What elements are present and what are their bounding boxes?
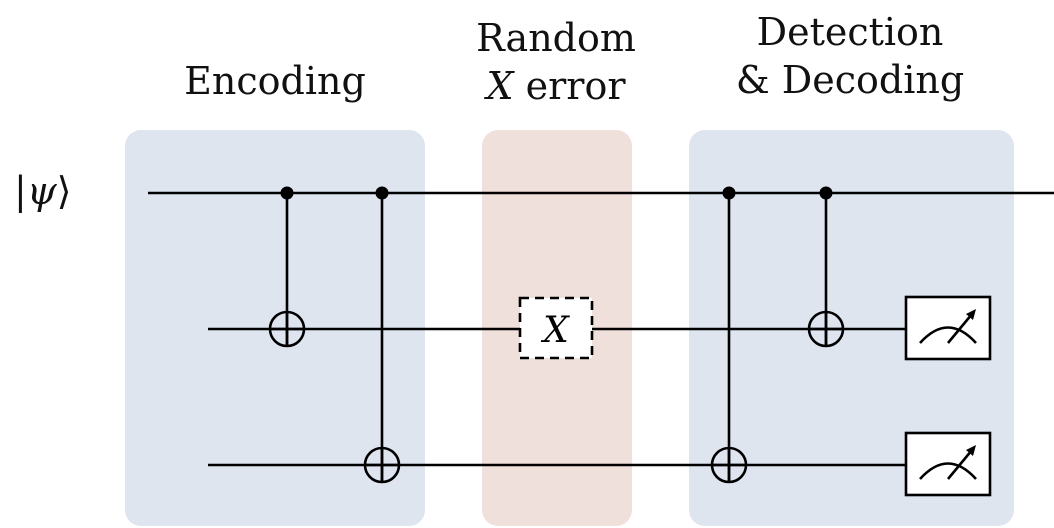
- meter-icon: [919, 449, 977, 480]
- wire-label-psi: |ψ⟩: [14, 169, 72, 213]
- x-error-gate-symbol: X: [540, 310, 570, 351]
- cnot-1-target: [268, 310, 306, 348]
- measurement-2: [904, 431, 992, 497]
- random-error-label: Random X error: [476, 16, 636, 108]
- encoding-label: Encoding: [184, 59, 366, 103]
- cnot-3-target: [710, 446, 748, 484]
- cnot-2-target: [363, 446, 401, 484]
- cnot-4-target: [807, 310, 845, 348]
- cnot-3-control: [722, 186, 736, 200]
- measurement-1: [904, 295, 992, 361]
- cnot-2-control: [375, 186, 389, 200]
- meter-icon: [919, 313, 977, 344]
- x-error-gate: [518, 296, 594, 360]
- cnot-4-control: [819, 186, 833, 200]
- cnot-1-control: [280, 186, 294, 200]
- detection-decoding-label: Detection & Decoding: [735, 10, 965, 102]
